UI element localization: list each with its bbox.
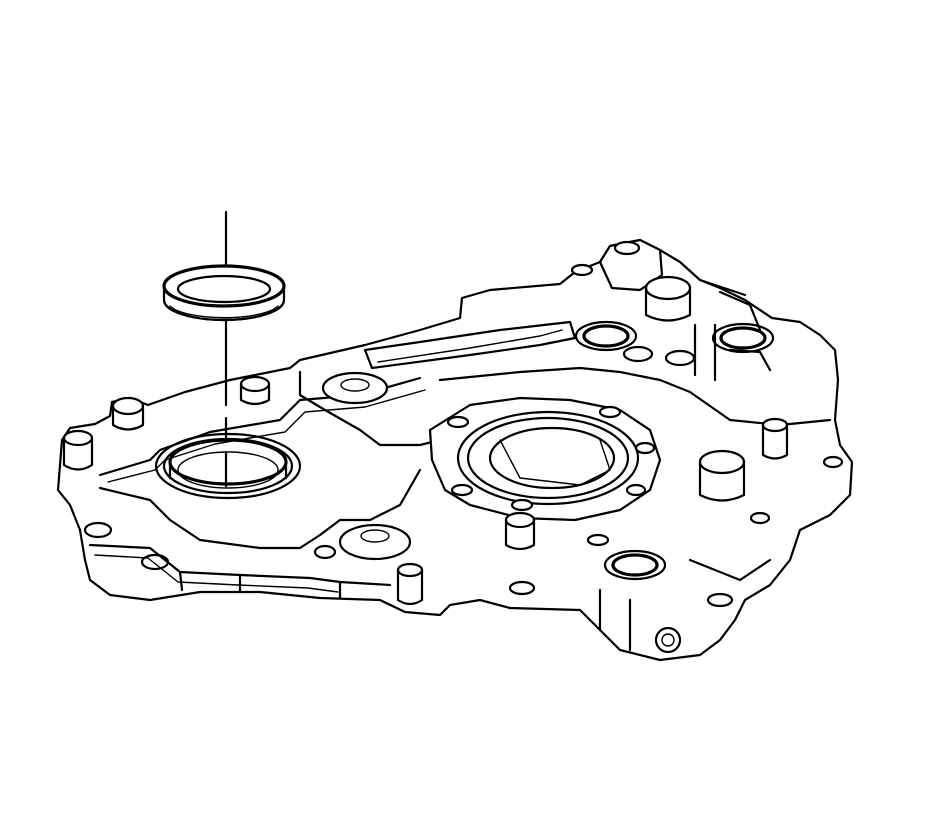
lower-right-bosses <box>504 511 772 654</box>
central-pump-opening <box>428 396 662 522</box>
crankshaft-seal-bore <box>154 432 302 500</box>
round-pad-upper <box>321 371 389 405</box>
upper-rib <box>298 320 577 447</box>
front-cover-oil-seal <box>162 264 286 322</box>
upper-right-cluster <box>570 238 844 502</box>
mounting-boss-group-left <box>62 375 424 606</box>
lower-flange-inner <box>94 554 339 593</box>
lower-flange <box>88 543 392 600</box>
engine-front-cover <box>56 238 854 662</box>
upper-rib-inner <box>377 329 563 363</box>
